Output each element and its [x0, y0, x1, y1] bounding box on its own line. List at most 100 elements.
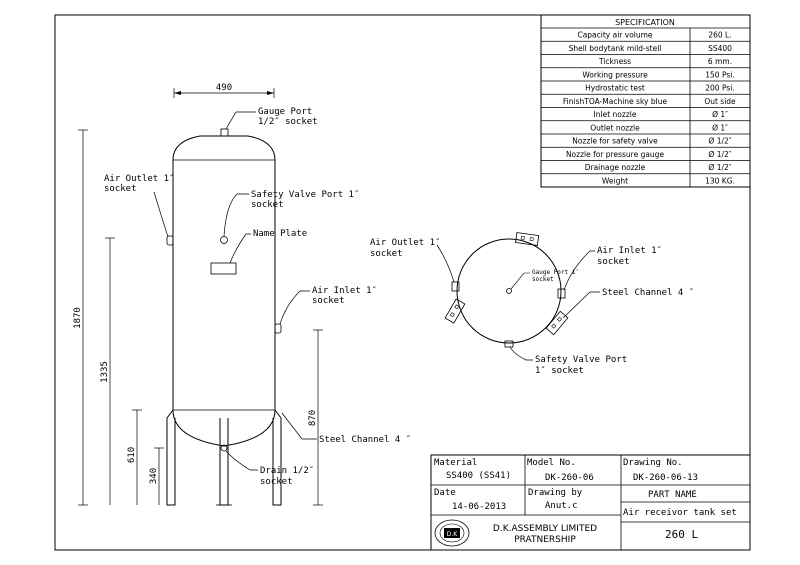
company-name-line-1: D.K.ASSEMBLY LIMITED	[493, 524, 597, 534]
spec-row-value: 200 Psi.	[705, 84, 734, 93]
spec-table-border	[540, 14, 751, 188]
front-steel-channel-label: Steel Channel 4 ″	[319, 435, 411, 445]
front-air-outlet-label: Air Outlet 1″	[104, 174, 174, 184]
spec-row-label: Capacity air volume	[577, 31, 652, 40]
top-view-outlet-socket	[451, 281, 460, 292]
company-logo: D.K	[434, 519, 470, 547]
spec-table-header: SPECIFICATION	[615, 18, 675, 27]
gauge-port-socket	[220, 128, 229, 137]
top-view-steel-channels	[444, 232, 569, 336]
top-gauge-port-label-2: socket	[532, 276, 554, 283]
front-air-inlet-leader	[279, 290, 310, 325]
top-air-outlet-label: Air Outlet 1″	[370, 238, 440, 248]
specification-table: SPECIFICATION Capacity air volume 260 L. S…	[540, 14, 751, 188]
drawn-by-label: Drawing by	[528, 488, 583, 498]
gauge-port-leader	[225, 111, 256, 130]
drain-label: Drain 1/2″	[260, 466, 314, 476]
spec-row-value: Ø 1/2″	[708, 163, 731, 172]
name-plate	[210, 262, 237, 275]
model-label: Model No.	[527, 458, 576, 468]
dim-height-1335: 1335	[100, 361, 110, 383]
spec-row-value: Ø 1″	[712, 110, 728, 119]
spec-row-label: Nozzle for pressure gauge	[566, 150, 665, 159]
dimension-lines	[78, 88, 323, 506]
steel-channel-legs	[166, 409, 282, 506]
company-name-line-2: PRATNERSHIP	[514, 535, 576, 545]
drain-socket	[220, 444, 228, 452]
dim-height-610: 610	[127, 447, 137, 463]
drawing-frame	[54, 14, 751, 551]
drawing-no-label: Drawing No.	[623, 458, 683, 468]
gauge-port-label-2: 1/2″ socket	[258, 117, 318, 127]
spec-row-value: 130 KG.	[705, 176, 735, 185]
top-view-inlet-socket	[557, 288, 566, 299]
drain-leader	[225, 450, 258, 471]
top-air-inlet-label-2: socket	[597, 257, 630, 267]
spec-row-label: Weight	[602, 176, 628, 185]
spec-row-value: Out side	[704, 97, 736, 106]
top-steel-channel-leader	[562, 291, 600, 319]
spec-row-value: SS400	[708, 44, 732, 53]
spec-row-value: Ø 1/2″	[708, 137, 731, 146]
safety-valve-leader	[223, 193, 249, 237]
name-plate-leader	[229, 233, 251, 264]
drawn-by-value: Anut.c	[545, 501, 578, 511]
safety-valve-port	[220, 236, 228, 244]
safety-valve-label-2: socket	[251, 200, 284, 210]
top-view-shell	[456, 238, 562, 344]
dim-height-340: 340	[149, 468, 159, 484]
top-air-inlet-label: Air Inlet 1″	[597, 246, 662, 256]
spec-row-label: Inlet nozzle	[594, 110, 637, 119]
top-steel-channel-label: Steel Channel 4 ″	[602, 288, 694, 298]
logo-text: D.K	[447, 531, 459, 538]
spec-row-value: Ø 1/2″	[708, 150, 731, 159]
material-label: Material	[434, 458, 477, 468]
spec-row-label: Working pressure	[582, 70, 648, 79]
top-gauge-port-leader	[510, 272, 530, 290]
name-plate-label: Name Plate	[253, 229, 307, 239]
top-air-outlet-label-2: socket	[370, 249, 403, 259]
top-air-inlet-leader	[563, 250, 595, 291]
front-air-outlet-leader	[153, 191, 169, 238]
date-value: 14-06-2013	[452, 502, 506, 512]
top-safety-valve-leader	[509, 346, 533, 361]
front-air-outlet-label-2: socket	[104, 184, 137, 194]
top-safety-valve-label: Safety Valve Port	[535, 355, 627, 365]
top-view-gauge-port	[506, 288, 512, 294]
air-outlet-socket	[166, 235, 174, 246]
air-inlet-socket	[274, 323, 282, 334]
top-view-safety-socket	[504, 340, 514, 348]
part-name-value: Air receivor tank set	[623, 508, 737, 518]
date-label: Date	[434, 488, 456, 498]
spec-row-label: Nozzle for safety valve	[572, 137, 658, 146]
spec-row-label: Hydrostatic test	[585, 84, 645, 93]
spec-row-value: 6 mm.	[708, 57, 732, 66]
top-air-outlet-leader	[436, 244, 455, 283]
spec-row-value: Ø 1″	[712, 123, 728, 132]
spec-row-label: Shell bodytank mild-stell	[569, 44, 662, 53]
spec-row-value: 260 L.	[708, 31, 731, 40]
top-safety-valve-label-2: 1″ socket	[535, 366, 584, 376]
model-value: DK-260-06	[545, 473, 594, 483]
title-block: Material SS400 (SS41) Model No. DK-260-0…	[430, 454, 751, 551]
spec-row-label: Tickness	[598, 57, 631, 66]
part-name-label: PART NAME	[648, 490, 697, 500]
tank-shell	[172, 135, 276, 447]
front-air-inlet-label-2: socket	[312, 296, 345, 306]
drain-label-2: socket	[260, 477, 293, 487]
title-block-border	[430, 454, 751, 551]
material-value: SS400 (SS41)	[446, 471, 511, 481]
front-steel-channel-leader	[281, 412, 317, 440]
gauge-port-label: Gauge Port	[258, 107, 312, 117]
dim-height-1870: 1870	[73, 307, 83, 329]
front-view: Gauge Port 1/2″ socket Air Outlet 1″ soc…	[73, 83, 411, 506]
top-gauge-port-label: Gauge Port 1″	[532, 269, 579, 276]
capacity-value: 260 L	[665, 528, 698, 541]
dim-width-490: 490	[216, 83, 232, 93]
front-air-inlet-label: Air Inlet 1″	[312, 286, 377, 296]
safety-valve-label: Safety Valve Port 1″	[251, 190, 359, 200]
spec-row-label: Outlet nozzle	[590, 123, 640, 132]
dim-height-870: 870	[308, 410, 318, 426]
spec-row-label: Drainage nozzle	[585, 163, 646, 172]
